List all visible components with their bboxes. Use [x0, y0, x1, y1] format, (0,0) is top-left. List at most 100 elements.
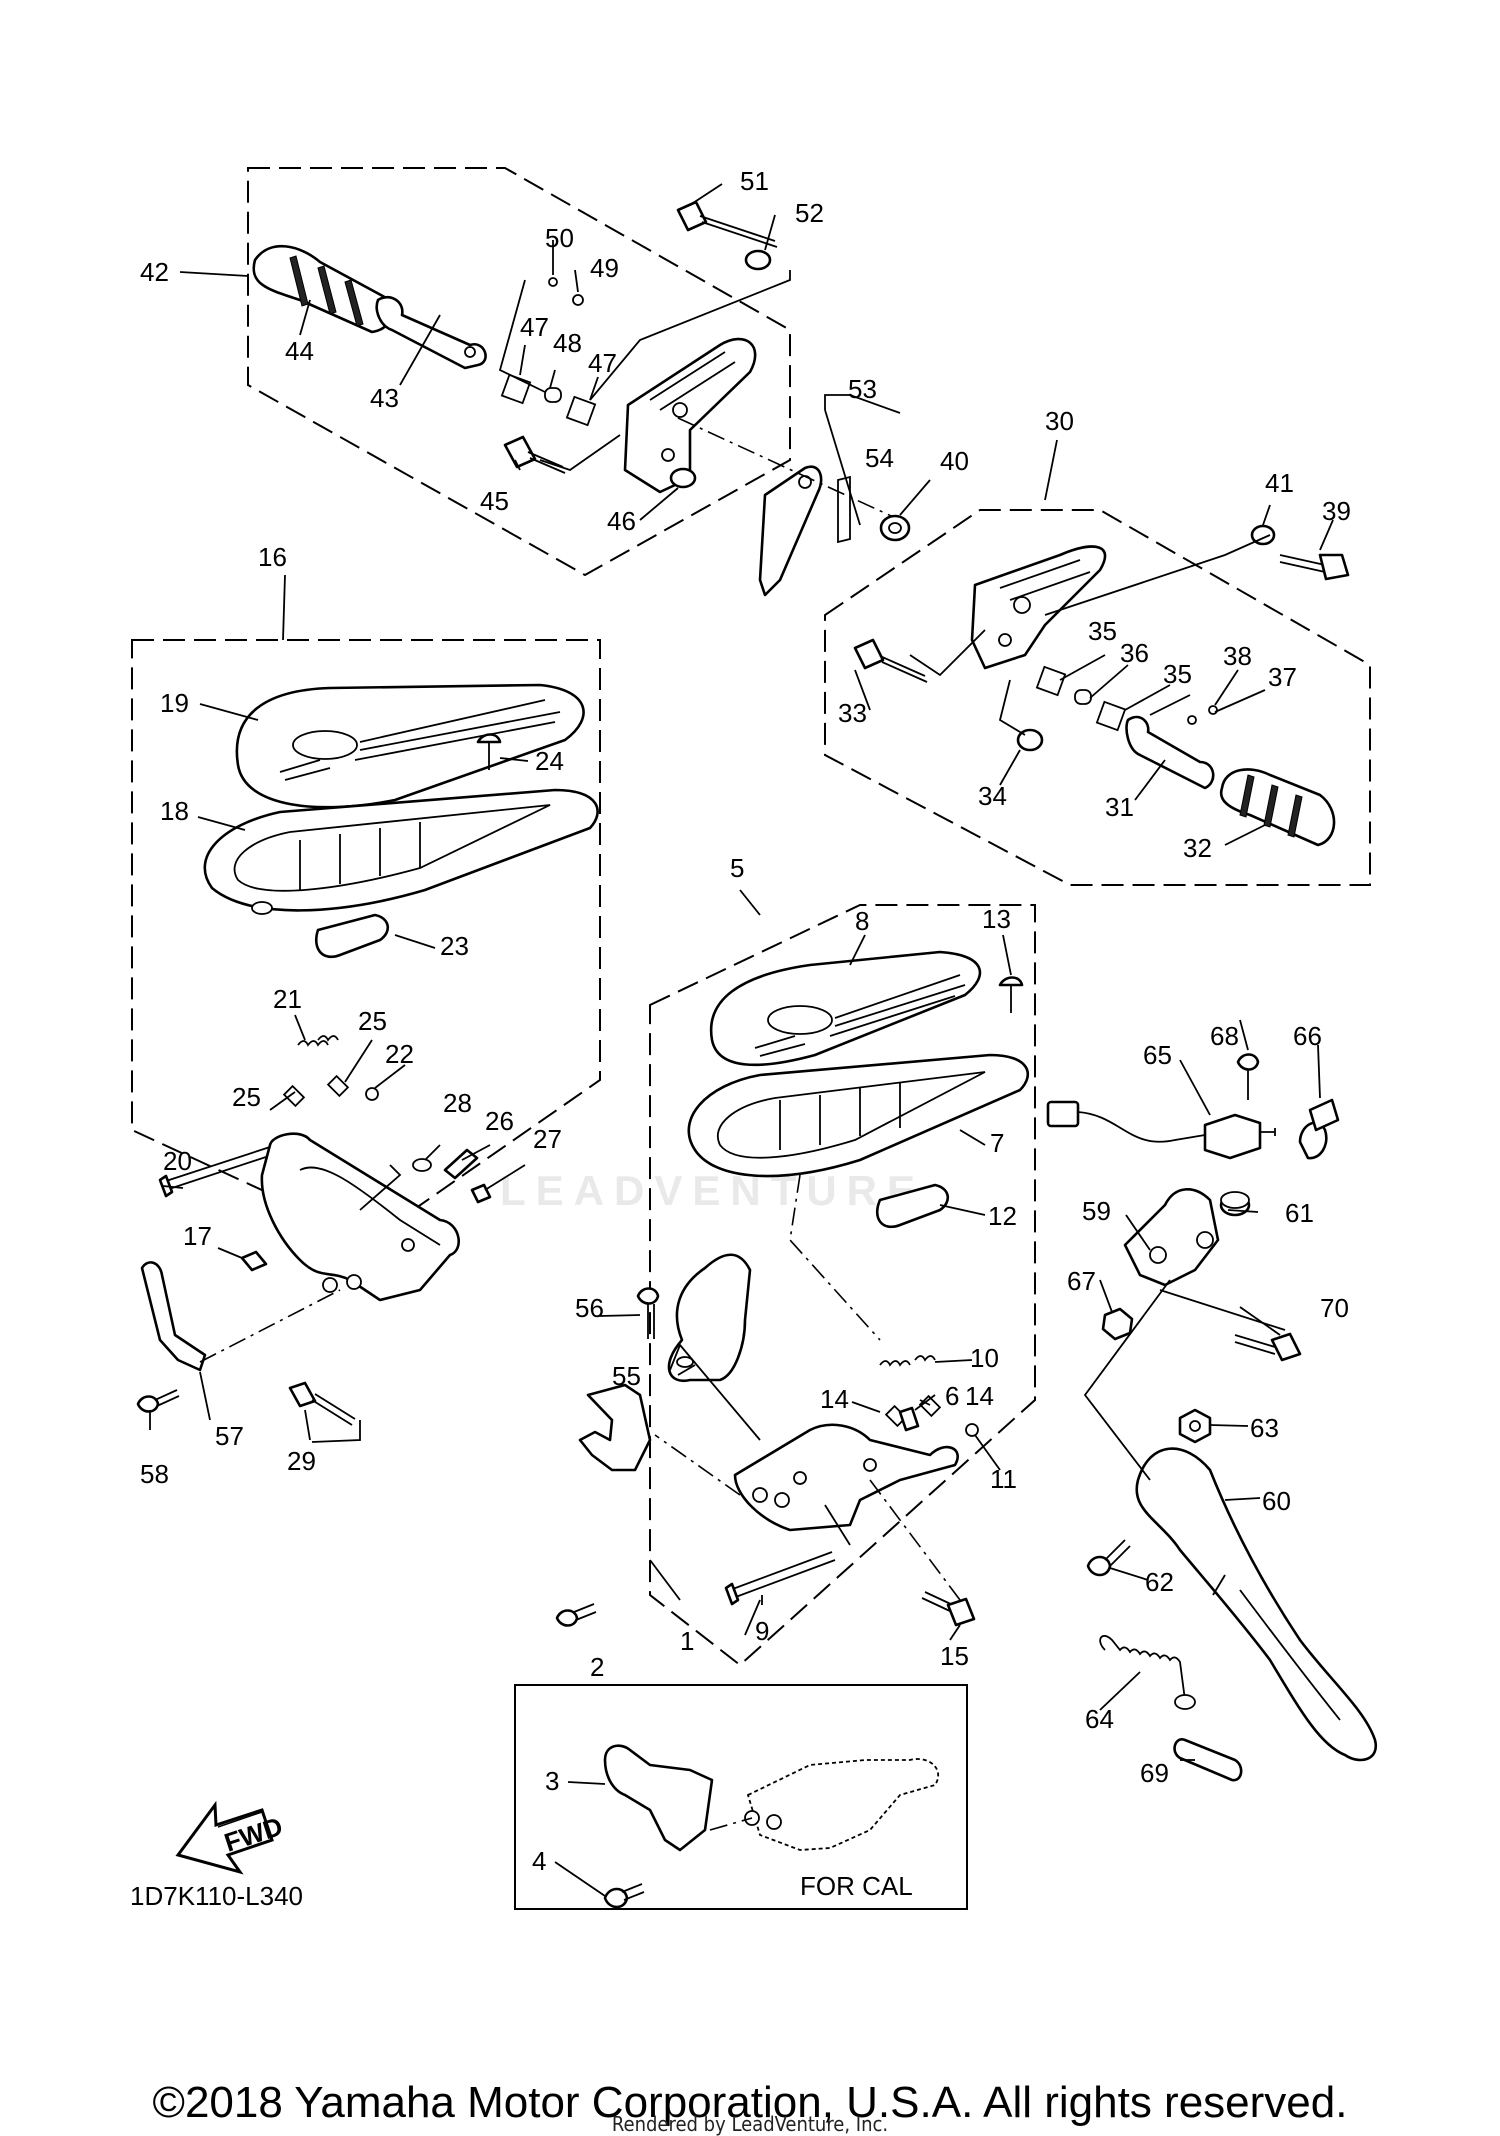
part-31-footpeg-shaft [1125, 715, 1215, 790]
callout-68: 68 [1210, 1021, 1239, 1051]
callout-43: 43 [370, 383, 399, 413]
callout-60: 60 [1262, 1486, 1291, 1516]
callout-36: 36 [1120, 638, 1149, 668]
callout-57: 57 [215, 1421, 244, 1451]
callout-37: 37 [1268, 662, 1297, 692]
fwd-arrow-icon: FWD [175, 1800, 286, 1875]
callout-35b: 35 [1163, 659, 1192, 689]
leaders-group-42 [179, 183, 901, 526]
callout-22: 22 [385, 1039, 414, 1069]
callout-31: 31 [1105, 792, 1134, 822]
copyright-text: ©2018 Yamaha Motor Corporation, U.S.A. A… [152, 2078, 1348, 2127]
part-43-footpeg-shaft [375, 295, 487, 370]
part-63-nut [1178, 1408, 1212, 1444]
callout-30: 30 [1045, 406, 1074, 436]
callout-12: 12 [988, 1201, 1017, 1231]
part-9-pin [724, 1551, 836, 1606]
part-39-bolt [1279, 553, 1350, 581]
part-11-circlip [965, 1423, 979, 1437]
callout-25a: 25 [232, 1082, 261, 1112]
callout-66: 66 [1293, 1021, 1322, 1051]
callout-40: 40 [940, 446, 969, 476]
callout-59: 59 [1082, 1196, 1111, 1226]
part-59-bracket [1123, 1188, 1220, 1287]
callout-8: 8 [855, 906, 869, 936]
part-55-arm [667, 1253, 752, 1383]
callout-70: 70 [1320, 1293, 1349, 1323]
callout-32: 32 [1183, 833, 1212, 863]
part-62-bolt [1086, 1539, 1131, 1577]
callout-34: 34 [978, 781, 1007, 811]
callout-47a: 47 [520, 312, 549, 342]
callout-44: 44 [285, 336, 314, 366]
callout-14a: 14 [820, 1384, 849, 1414]
callout-67: 67 [1067, 1266, 1096, 1296]
callout-64: 64 [1085, 1704, 1114, 1734]
for-cal-inset [514, 1684, 968, 1910]
callout-50: 50 [545, 223, 574, 253]
callout-54: 54 [865, 443, 894, 473]
part-15-bolt [921, 1591, 976, 1627]
callout-5: 5 [730, 853, 744, 883]
callout-63: 63 [1250, 1413, 1279, 1443]
callout-55: 55 [612, 1361, 641, 1391]
part-57-bracket [140, 1261, 207, 1372]
callout-48: 48 [553, 328, 582, 358]
part-16-bracket [260, 1132, 460, 1302]
callout-27: 27 [533, 1124, 562, 1154]
part-60-sidestand [1135, 1447, 1378, 1762]
part-47-48-detent [500, 277, 597, 427]
part-10-14-spring [879, 1355, 942, 1428]
callout-65: 65 [1143, 1040, 1172, 1070]
rendered-by-text: Rendered by LeadVenture, Inc. [611, 2112, 889, 2136]
part-32-footpeg-rubber [1219, 768, 1336, 847]
callout-53: 53 [848, 374, 877, 404]
callout-2: 2 [590, 1652, 604, 1682]
part-18-footboard-frame [203, 788, 599, 915]
callout-35a: 35 [1088, 616, 1117, 646]
part-42-footrest-bracket [623, 337, 757, 494]
part-56-bolt [636, 1287, 660, 1339]
part-17-nut [240, 1250, 268, 1272]
callout-20: 20 [163, 1146, 192, 1176]
leaders-group-5 [599, 889, 1012, 1641]
callout-24: 24 [535, 746, 564, 776]
callout-17: 17 [183, 1221, 212, 1251]
callout-52: 52 [795, 198, 824, 228]
part-41-washer [1250, 524, 1276, 546]
part-12-damper [875, 1183, 949, 1228]
part-52-washer [744, 249, 772, 271]
callout-3: 3 [545, 1766, 559, 1796]
callout-10: 10 [970, 1343, 999, 1373]
part-44-footpeg-rubber [252, 245, 395, 334]
callout-46: 46 [607, 506, 636, 536]
part-65-sidestand-switch [1046, 1100, 1276, 1160]
part-45-bolt [503, 435, 566, 474]
callout-58: 58 [140, 1459, 169, 1489]
part-13-screw [998, 976, 1024, 1013]
part-20-pin [158, 1146, 273, 1198]
group-42-outline [247, 167, 791, 577]
drawing-code: 1D7K110-L340 [130, 1881, 303, 1911]
part-6-bolt [898, 1406, 920, 1432]
part-24-screw [476, 733, 502, 770]
part-21-25-spring [282, 1035, 350, 1108]
callout-16: 16 [258, 542, 287, 572]
group-30-outline [824, 509, 1371, 886]
callout-1: 1 [680, 1626, 694, 1656]
callout-21: 21 [273, 984, 302, 1014]
part-66-cap [1298, 1098, 1340, 1160]
part-8-footboard-pad [709, 950, 982, 1067]
callout-41: 41 [1265, 468, 1294, 498]
callout-69: 69 [1140, 1758, 1169, 1788]
part-26-28-stopper [412, 1148, 492, 1204]
part-53-plate [758, 465, 851, 597]
callout-38: 38 [1223, 641, 1252, 671]
callout-62: 62 [1145, 1567, 1174, 1597]
callout-33: 33 [838, 698, 867, 728]
callout-45: 45 [480, 486, 509, 516]
callout-49: 49 [590, 253, 619, 283]
callout-47b: 47 [588, 348, 617, 378]
callout-28: 28 [443, 1088, 472, 1118]
